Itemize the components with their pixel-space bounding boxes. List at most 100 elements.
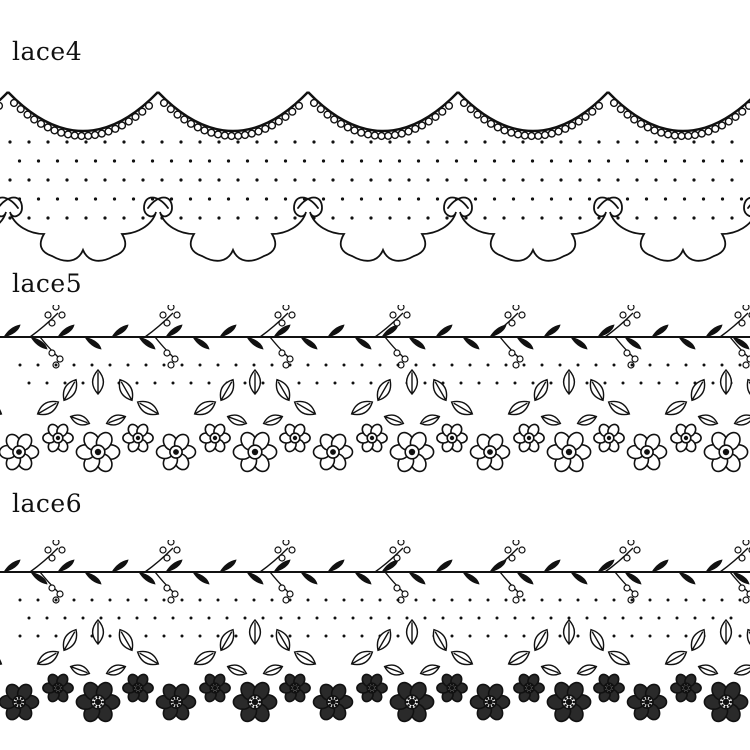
flower	[626, 433, 668, 471]
leaf	[383, 414, 405, 426]
flower	[279, 423, 311, 453]
lace6-flower-garland	[0, 618, 750, 723]
leaf	[69, 414, 91, 426]
flower	[75, 681, 121, 723]
leaf	[36, 400, 60, 416]
flower	[469, 683, 511, 721]
leaf	[62, 628, 78, 652]
leaf	[226, 414, 248, 426]
berry-sprig	[144, 305, 181, 369]
leaf	[262, 414, 284, 426]
lace4-border	[0, 91, 750, 262]
leaf	[690, 628, 706, 652]
flower	[122, 423, 154, 453]
lace6-pattern	[0, 540, 750, 723]
flower	[155, 433, 197, 471]
flower	[0, 433, 40, 471]
leaf	[275, 378, 291, 402]
leaf	[697, 664, 719, 676]
vine	[0, 540, 750, 604]
leaf	[576, 664, 598, 676]
leaf	[419, 664, 441, 676]
flower	[670, 423, 702, 453]
flower	[42, 423, 74, 453]
lace5-border	[0, 305, 750, 473]
flower	[703, 431, 749, 473]
flower	[356, 423, 388, 453]
flower	[546, 681, 592, 723]
lace4-dot-net	[8, 140, 744, 220]
leaf	[262, 664, 284, 676]
flower	[0, 683, 40, 721]
lace6-border	[0, 540, 750, 723]
leaf	[697, 414, 719, 426]
leaf	[293, 400, 317, 416]
leaf	[405, 618, 419, 646]
lace4-scallop-edge	[0, 91, 750, 141]
flower	[436, 673, 468, 703]
leaf	[105, 414, 127, 426]
flower	[279, 673, 311, 703]
leaf	[562, 368, 576, 396]
leaf	[226, 664, 248, 676]
leaf	[105, 664, 127, 676]
leaf	[576, 414, 598, 426]
flower	[389, 431, 435, 473]
flower	[232, 431, 278, 473]
leaf	[607, 650, 631, 666]
berry-sprig	[604, 305, 641, 369]
leaf	[36, 650, 60, 666]
leaf	[219, 628, 235, 652]
leaf	[136, 650, 160, 666]
lace4-loop-hem	[0, 196, 750, 262]
lace4-pattern	[0, 91, 750, 262]
leaf	[746, 628, 750, 652]
berry-sprig	[374, 540, 411, 604]
flower	[75, 431, 121, 473]
flower	[122, 673, 154, 703]
flower	[626, 683, 668, 721]
flower	[546, 431, 592, 473]
leaf	[589, 378, 605, 402]
leaf	[540, 664, 562, 676]
flower	[155, 683, 197, 721]
berry-sprig	[489, 540, 526, 604]
vine	[0, 305, 750, 369]
leaf	[719, 368, 733, 396]
leaf	[664, 400, 688, 416]
leaf	[540, 414, 562, 426]
flower	[513, 423, 545, 453]
leaf	[376, 628, 392, 652]
flower	[703, 681, 749, 723]
leaf	[533, 378, 549, 402]
berry-sprig	[604, 540, 641, 604]
flower	[469, 433, 511, 471]
flower	[389, 681, 435, 723]
leaf	[405, 368, 419, 396]
flower	[513, 673, 545, 703]
leaf	[62, 378, 78, 402]
leaf	[376, 378, 392, 402]
berry-sprig	[144, 540, 181, 604]
leaf	[507, 400, 531, 416]
leaf	[432, 378, 448, 402]
flower	[593, 423, 625, 453]
leaf	[383, 664, 405, 676]
flower	[356, 673, 388, 703]
leaf	[91, 368, 105, 396]
leaf	[118, 378, 134, 402]
leaf	[733, 414, 750, 426]
leaf	[0, 650, 3, 666]
leaf	[450, 400, 474, 416]
leaf	[607, 400, 631, 416]
leaf	[91, 618, 105, 646]
flower	[199, 423, 231, 453]
leaf	[248, 618, 262, 646]
berry-sprig	[29, 540, 66, 604]
lace6-label: lace6	[12, 489, 83, 518]
flower	[232, 681, 278, 723]
flower	[670, 673, 702, 703]
flower	[312, 433, 354, 471]
leaf	[293, 650, 317, 666]
